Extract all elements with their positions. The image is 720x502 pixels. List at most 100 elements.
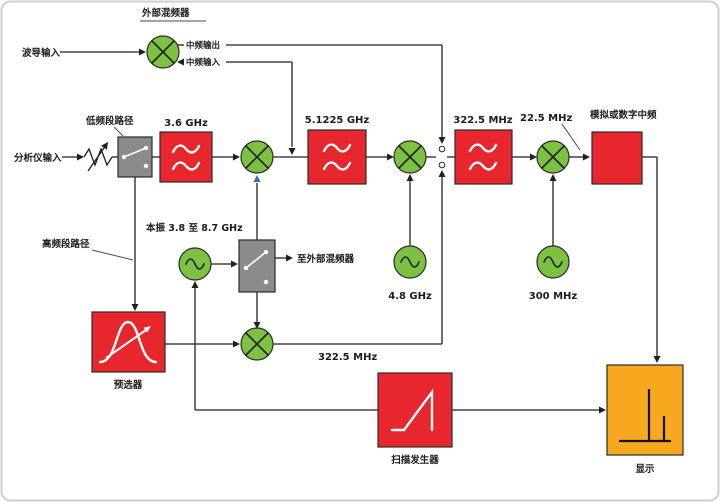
tuning-arrowhead-icon bbox=[143, 326, 151, 333]
preselector bbox=[91, 311, 166, 373]
switch-contact bbox=[143, 163, 149, 169]
arrowhead bbox=[77, 153, 84, 161]
lo1-label: 本振 3.8 至 8.7 GHz bbox=[146, 222, 243, 234]
arrowheads bbox=[77, 48, 661, 414]
sweep-block bbox=[377, 372, 453, 448]
arrowhead bbox=[139, 48, 146, 56]
arrowhead bbox=[549, 174, 557, 181]
filter-wave-icon bbox=[468, 143, 498, 153]
wires bbox=[60, 20, 658, 411]
arrowhead bbox=[131, 304, 139, 311]
arrowhead bbox=[191, 281, 199, 288]
sine-wave-icon bbox=[185, 258, 205, 270]
filter-wave-icon bbox=[171, 161, 201, 171]
ramp-icon bbox=[390, 388, 434, 432]
sine-wave-icon bbox=[400, 256, 420, 268]
external-mixer-label: 外部混频器 bbox=[141, 7, 190, 19]
arrowhead bbox=[599, 406, 606, 414]
arrowhead bbox=[231, 260, 238, 268]
lo2-label: 4.8 GHz bbox=[388, 291, 432, 302]
switch-contact bbox=[263, 249, 269, 255]
filter-block bbox=[159, 131, 213, 183]
arrowhead bbox=[286, 254, 293, 262]
lo-arrowhead-blue bbox=[253, 175, 261, 182]
input-band-switch bbox=[117, 136, 153, 178]
arrowhead bbox=[653, 356, 661, 363]
lo-switch bbox=[238, 239, 276, 293]
filter-3p6ghz bbox=[159, 131, 213, 183]
preselector-label: 预选器 bbox=[114, 379, 143, 391]
labels: 外部混频器 波导输入 中频输出 中频输入 分析仪输入 低频段路径 高频段路径 3… bbox=[14, 7, 657, 475]
local-oscillator bbox=[178, 247, 212, 281]
switch-contact bbox=[121, 154, 127, 160]
if-block bbox=[591, 131, 643, 185]
first-mixer bbox=[240, 140, 274, 174]
switch-block bbox=[238, 239, 276, 293]
switch-contact bbox=[438, 161, 446, 169]
arrowhead bbox=[101, 142, 108, 150]
mixer-cross-icon bbox=[541, 145, 565, 169]
low-band-path-label: 低频段路径 bbox=[85, 115, 134, 127]
switch-contact bbox=[438, 145, 446, 153]
third-mixer bbox=[536, 140, 570, 174]
arrowhead bbox=[438, 137, 446, 144]
to-external-mixer-label: 至外部混频器 bbox=[297, 253, 355, 265]
filter-322p5mhz bbox=[454, 129, 513, 185]
display-label: 显示 bbox=[635, 464, 655, 475]
waveguide-input-label: 波导输入 bbox=[22, 47, 61, 59]
label-pointer bbox=[561, 123, 581, 151]
analog-digital-if bbox=[591, 131, 643, 185]
filter1-label: 3.6 GHz bbox=[164, 118, 208, 129]
filter-wave-icon bbox=[468, 161, 498, 171]
switch-contact bbox=[243, 265, 249, 271]
if-block-label: 模拟或数字中频 bbox=[590, 109, 657, 121]
filter-wave-icon bbox=[322, 161, 352, 171]
arrowhead bbox=[406, 174, 414, 181]
if-output-label: 中频输出 bbox=[186, 40, 220, 51]
second-lo-4p8ghz bbox=[393, 245, 427, 279]
arrowhead bbox=[233, 153, 240, 161]
arrowhead bbox=[530, 153, 537, 161]
analyzer-input-label: 分析仪输入 bbox=[14, 152, 62, 164]
high-band-if-label: 322.5 MHz bbox=[318, 352, 377, 363]
switch-contact bbox=[263, 279, 269, 285]
filter-block bbox=[454, 129, 513, 185]
if-select-switch bbox=[438, 145, 446, 169]
switch-contact bbox=[143, 145, 149, 151]
arrowhead bbox=[253, 322, 261, 329]
arrowhead bbox=[177, 58, 184, 66]
mixer-cross-icon bbox=[245, 332, 269, 356]
mixer-cross-icon bbox=[398, 145, 422, 169]
high-band-path-label: 高频段路径 bbox=[42, 238, 90, 250]
filter-wave-icon bbox=[171, 144, 201, 154]
attenuator-arrow bbox=[87, 144, 107, 172]
filter-block bbox=[307, 129, 367, 185]
sweep-generator-label: 扫描发生器 bbox=[391, 454, 439, 466]
switch-arm-icon bbox=[123, 147, 147, 158]
filter3-label: 322.5 MHz bbox=[453, 115, 512, 126]
filter-wave-icon bbox=[322, 143, 352, 153]
display bbox=[606, 364, 684, 456]
switch-arm-icon bbox=[245, 251, 267, 269]
sine-wave-icon bbox=[543, 256, 563, 268]
tuning-arrow-icon bbox=[105, 329, 147, 359]
third-lo-300mhz bbox=[536, 245, 570, 279]
if-freq-label: 22.5 MHz bbox=[520, 113, 572, 124]
label-pointer bbox=[113, 126, 124, 137]
arrowhead bbox=[438, 170, 446, 177]
filter-5p1225ghz bbox=[307, 129, 367, 185]
lo3-label: 300 MHz bbox=[529, 291, 578, 302]
external-mixer bbox=[146, 35, 180, 69]
mixer-cross-icon bbox=[151, 40, 175, 64]
high-band-mixer bbox=[240, 327, 274, 361]
sweep-generator bbox=[377, 372, 453, 448]
second-mixer bbox=[393, 140, 427, 174]
arrowhead bbox=[233, 340, 240, 348]
mixer-cross-icon bbox=[245, 145, 269, 169]
arrowhead bbox=[288, 148, 296, 155]
filter2-label: 5.1225 GHz bbox=[305, 115, 370, 126]
if-input-label: 中频输入 bbox=[186, 57, 221, 68]
